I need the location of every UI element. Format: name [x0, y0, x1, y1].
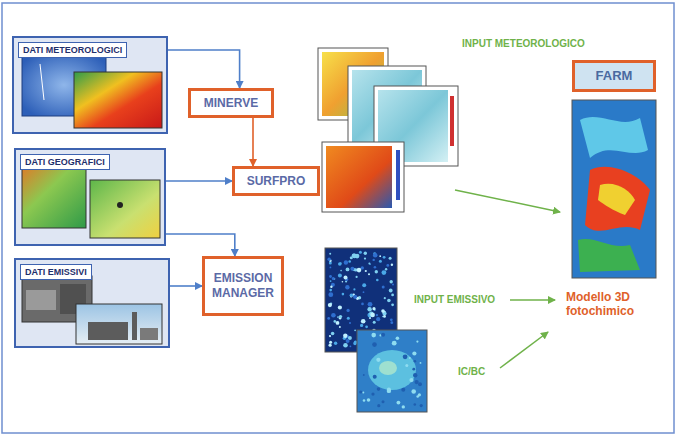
data-panel: DATI METEOROLOGICI [12, 36, 168, 134]
input-label: INPUT METEOROLOGICO [462, 38, 585, 49]
box-label: EMISSION MANAGER [205, 271, 281, 301]
panel-heading: DATI GEOGRAFICI [20, 154, 110, 170]
flow-arrow [170, 285, 202, 287]
input-label: INPUT EMISSIVO [414, 294, 495, 305]
input-label: IC/BC [458, 366, 485, 377]
model-box: FARM [572, 60, 656, 92]
data-panel: DATI GEOGRAFICI [14, 148, 166, 246]
flow-arrow [168, 50, 240, 88]
process-box: MINERVE [188, 88, 274, 118]
box-label: SURFPRO [247, 174, 306, 189]
box-label: FARM [596, 68, 633, 84]
box-label: MINERVE [204, 96, 258, 111]
process-box: SURFPRO [232, 166, 320, 196]
data-panel: DATI EMISSIVI [14, 258, 170, 348]
panel-heading: DATI METEOROLOGICI [18, 42, 127, 58]
panel-heading: DATI EMISSIVI [20, 264, 92, 280]
flow-arrow [252, 118, 254, 166]
model-caption: Modello 3D fotochimico [566, 290, 666, 319]
flow-arrow [166, 180, 232, 182]
flow-arrow [166, 234, 235, 256]
process-box: EMISSION MANAGER [202, 256, 284, 316]
